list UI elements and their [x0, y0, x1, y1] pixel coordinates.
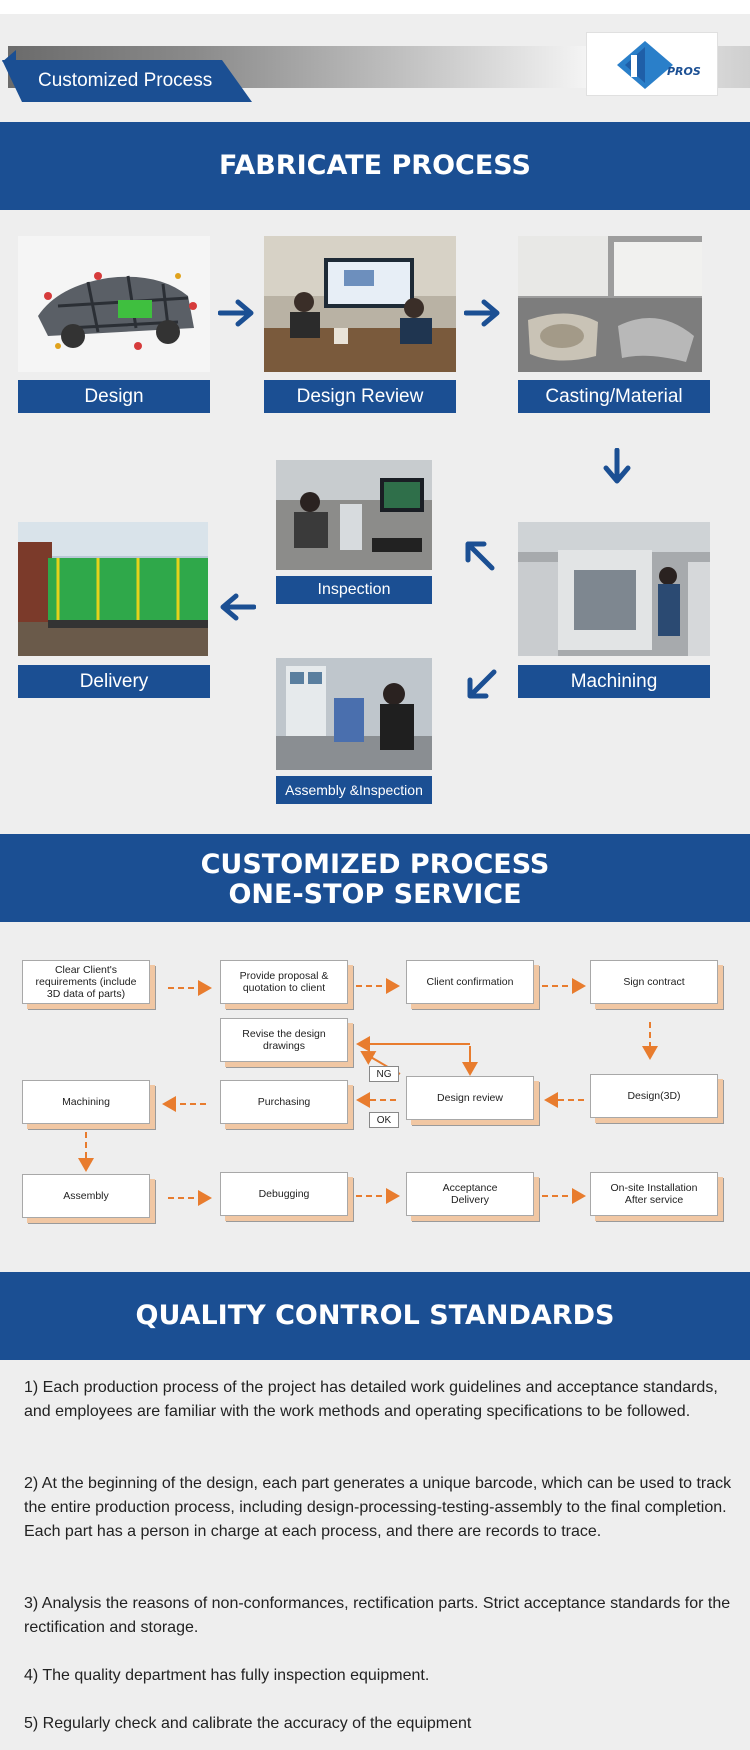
flow-step-design-review: Design review — [406, 1076, 534, 1120]
inspection-photo — [276, 460, 432, 570]
design-review-label: Design Review — [264, 380, 456, 413]
delivery-photo — [18, 522, 208, 656]
quality-banner: QUALITY CONTROL STANDARDS — [0, 1272, 750, 1360]
customized-title-line1: CUSTOMIZED PROCESS — [200, 849, 550, 880]
quality-item-5: 5) Regularly check and calibrate the acc… — [24, 1715, 472, 1732]
company-logo[interactable]: PROS — [586, 32, 718, 96]
tab-corner — [2, 50, 16, 62]
design-photo — [18, 236, 210, 372]
casting-label: Casting/Material — [518, 380, 710, 413]
inspection-label: Inspection — [276, 576, 432, 604]
ok-tag: OK — [369, 1112, 399, 1128]
flow-step-design-3d: Design(3D) — [590, 1074, 718, 1118]
quality-item-4: 4) The quality department has fully insp… — [24, 1667, 430, 1684]
delivery-label: Delivery — [18, 665, 210, 698]
header-tab-title: Customized Process — [38, 70, 213, 91]
logo-wordmark: PROS — [667, 65, 701, 78]
customized-banner: CUSTOMIZED PROCESS ONE-STOP SERVICE — [0, 834, 750, 922]
flow-step-client-confirmation: Client confirmation — [406, 960, 534, 1004]
quality-item-2: 2) At the beginning of the design, each … — [24, 1475, 732, 1540]
quality-item-3: 3) Analysis the reasons of non-conforman… — [24, 1595, 731, 1636]
customized-title-line2: ONE-STOP SERVICE — [228, 879, 522, 910]
arrow-left-icon — [218, 592, 256, 622]
quality-title: QUALITY CONTROL STANDARDS — [135, 1300, 615, 1331]
ng-tag: NG — [369, 1066, 399, 1082]
flow-step-clear-requirements: Clear Client's requirements (include 3D … — [22, 960, 150, 1004]
arrow-right-icon — [464, 298, 502, 328]
assembly-photo — [276, 658, 432, 770]
flow-step-debugging: Debugging — [220, 1172, 348, 1216]
arrow-right-icon — [218, 298, 256, 328]
arrow-up-left-icon — [462, 538, 496, 572]
fabricate-banner: FABRICATE PROCESS — [0, 122, 750, 210]
top-band — [0, 0, 750, 14]
arrow-down-left-icon — [464, 668, 498, 702]
flow-step-proposal: Provide proposal & quotation to client — [220, 960, 348, 1004]
quality-item-1: 1) Each production process of the projec… — [24, 1379, 718, 1420]
assembly-label: Assembly &Inspection — [276, 776, 432, 804]
flow-step-acceptance: Acceptance Delivery — [406, 1172, 534, 1216]
flow-step-sign-contract: Sign contract — [590, 960, 718, 1004]
flow-step-machining: Machining — [22, 1080, 150, 1124]
design-label: Design — [18, 380, 210, 413]
machining-label: Machining — [518, 665, 710, 698]
header-tab — [2, 60, 252, 102]
fabricate-title: FABRICATE PROCESS — [218, 150, 531, 181]
flow-step-revise-design: Revise the design drawings — [220, 1018, 348, 1062]
arrow-down-icon — [602, 448, 632, 486]
machining-photo — [518, 522, 710, 656]
flow-step-onsite-installation: On-site Installation After service — [590, 1172, 718, 1216]
design-review-photo — [264, 236, 456, 372]
casting-photo — [518, 236, 702, 372]
flow-step-assembly: Assembly — [22, 1174, 150, 1218]
flow-step-purchasing: Purchasing — [220, 1080, 348, 1124]
